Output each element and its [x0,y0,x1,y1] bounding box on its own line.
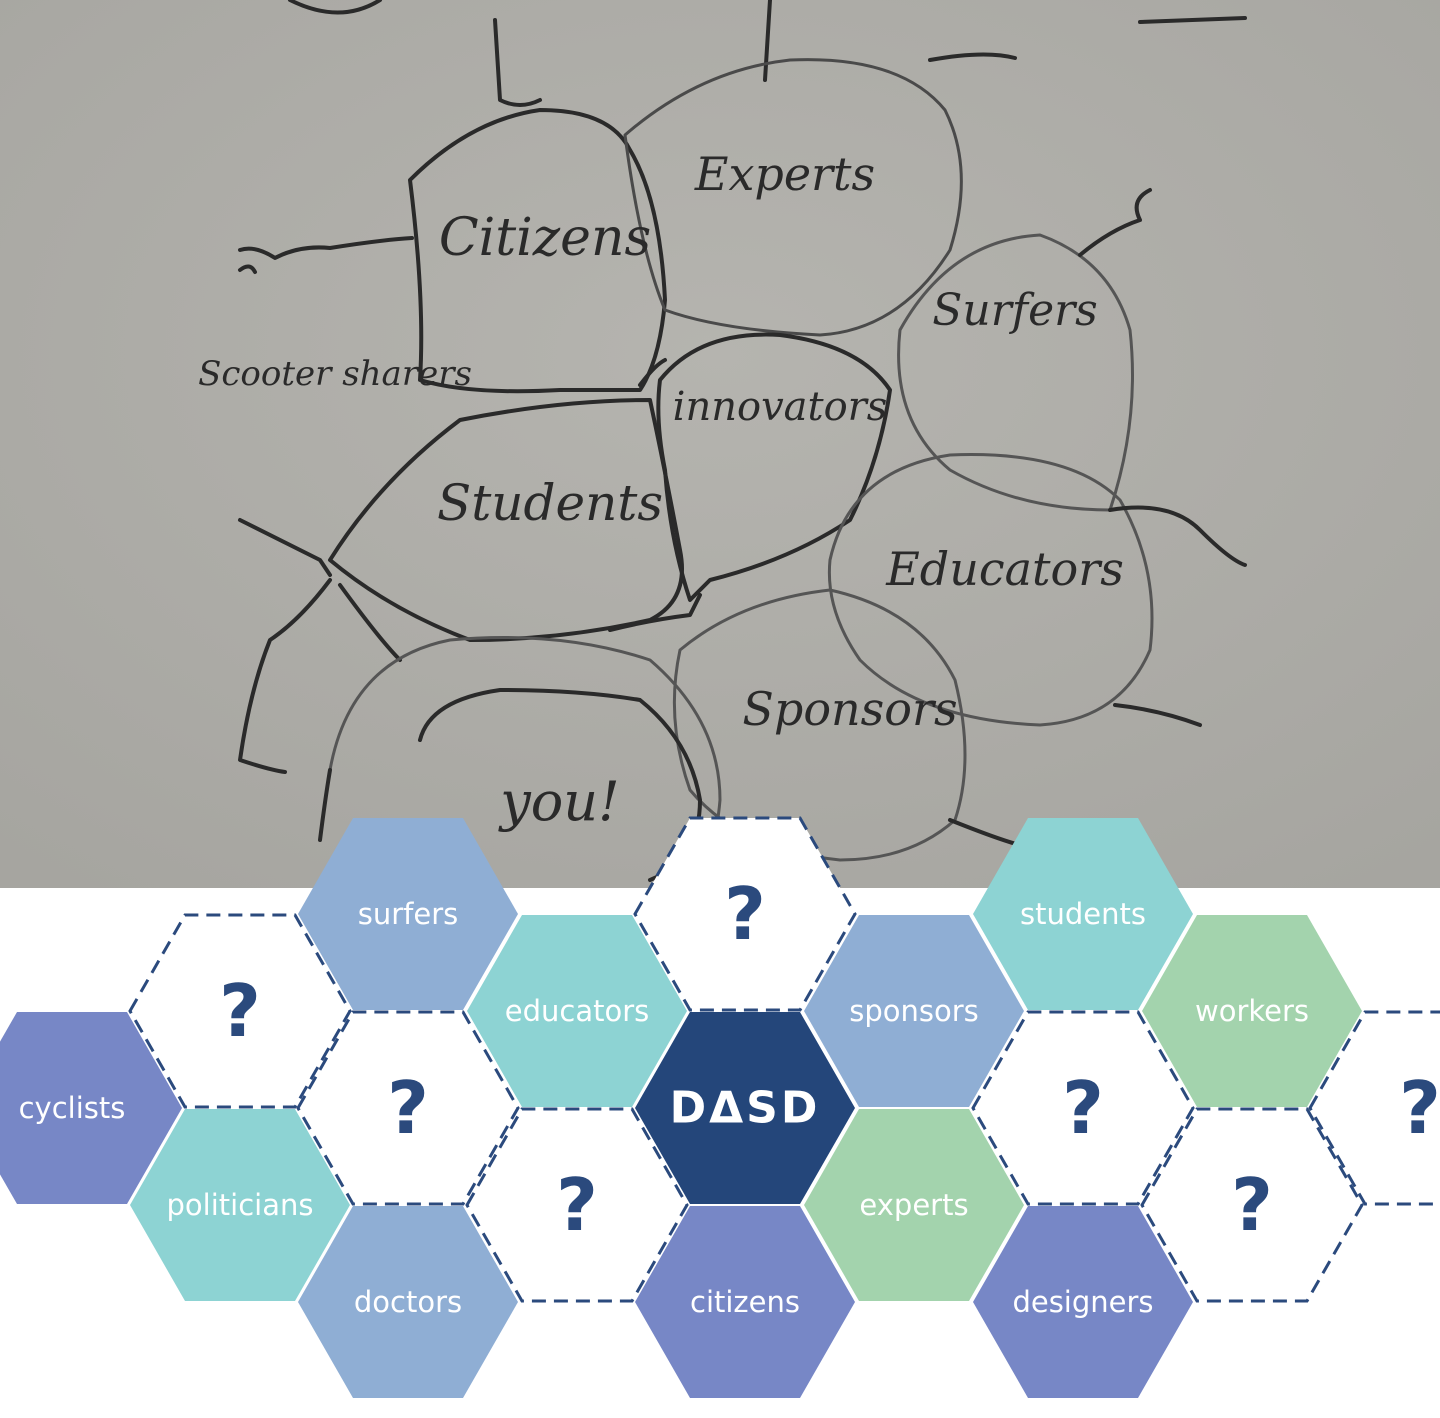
hex-dasd-logo: DΔSD [635,1012,855,1204]
sketch-word-scooter-sharers: Scooter sharers [198,354,472,394]
hex-shape [635,1206,855,1398]
hex-doctors: doctors [298,1206,518,1398]
hex-citizens: citizens [635,1206,855,1398]
hex-unknown-stakeholder: ? [1308,1010,1440,1206]
sketch-word-surfers: Surfers [932,285,1097,336]
hex-shape [130,1109,350,1301]
sketch-word-experts: Experts [694,147,875,201]
hex-shape [804,915,1024,1107]
question-mark: ? [1399,1066,1440,1150]
hex-label: sponsors [849,994,979,1028]
hex-unknown-stakeholder: ? [296,1010,520,1206]
sketch-word-citizens: Citizens [439,208,651,268]
hex-label: citizens [690,1285,800,1319]
question-mark: ? [724,872,766,956]
hex-shape [296,1010,520,1206]
hex-shape [128,913,352,1109]
marker-strokes [238,0,1247,888]
question-mark: ? [219,969,261,1053]
hex-designers: designers [973,1206,1193,1398]
hex-educators: educators [467,915,687,1107]
hex-shape [973,1206,1193,1398]
sketch-word-sponsors: Sponsors [742,682,957,736]
sketch-word-educators: Educators [885,542,1124,596]
hex-unknown-stakeholder: ? [1140,1107,1364,1303]
hex-label: cyclists [19,1091,126,1125]
sketch-word-innovators: innovators [673,384,888,430]
hex-unknown-stakeholder: ? [633,816,857,1012]
hex-label: students [1020,897,1146,931]
dasd-logo-text: DΔSD [670,1083,821,1134]
whiteboard-sketch-photo: Citizens Experts Scooter sharers Surfers… [0,0,1440,888]
whiteboard-words: Citizens Experts Scooter sharers Surfers… [198,147,1124,833]
whiteboard-surface [0,0,1440,888]
hex-shape [298,818,518,1010]
hex-label: workers [1195,994,1309,1028]
hex-shape [298,1206,518,1398]
hex-shape [804,1109,1024,1301]
hex-label: designers [1012,1285,1153,1319]
hex-politicians: politicians [130,1109,350,1301]
hex-shape [633,816,857,1012]
question-mark: ? [1062,1066,1104,1150]
hex-shape [973,818,1193,1010]
hex-shape [635,1012,855,1204]
question-mark: ? [556,1163,598,1247]
hex-label: surfers [358,897,459,931]
hex-shape [1142,915,1362,1107]
sketch-word-you: you! [498,770,620,833]
hex-unknown-stakeholder: ? [128,913,352,1109]
question-mark: ? [1231,1163,1273,1247]
hex-students: students [973,818,1193,1010]
hex-label: politicians [167,1188,314,1222]
hex-shape [971,1010,1195,1206]
hex-sponsors: sponsors [804,915,1024,1107]
hex-shape [465,1107,689,1303]
hex-surfers: surfers [298,818,518,1010]
hex-label: doctors [354,1285,462,1319]
hex-unknown-stakeholder: ? [971,1010,1195,1206]
hex-shape [1308,1010,1440,1206]
hex-shape [467,915,687,1107]
hex-label: educators [505,994,650,1028]
hex-workers: workers [1142,915,1362,1107]
hex-unknown-stakeholder: ? [465,1107,689,1303]
hex-shape [0,1012,182,1204]
hex-cyclists: cyclists [0,1012,182,1204]
sketch-word-students: Students [437,474,663,532]
hex-label: experts [859,1188,968,1222]
question-mark: ? [387,1066,429,1150]
hex-experts: experts [804,1109,1024,1301]
hex-shape [1140,1107,1364,1303]
